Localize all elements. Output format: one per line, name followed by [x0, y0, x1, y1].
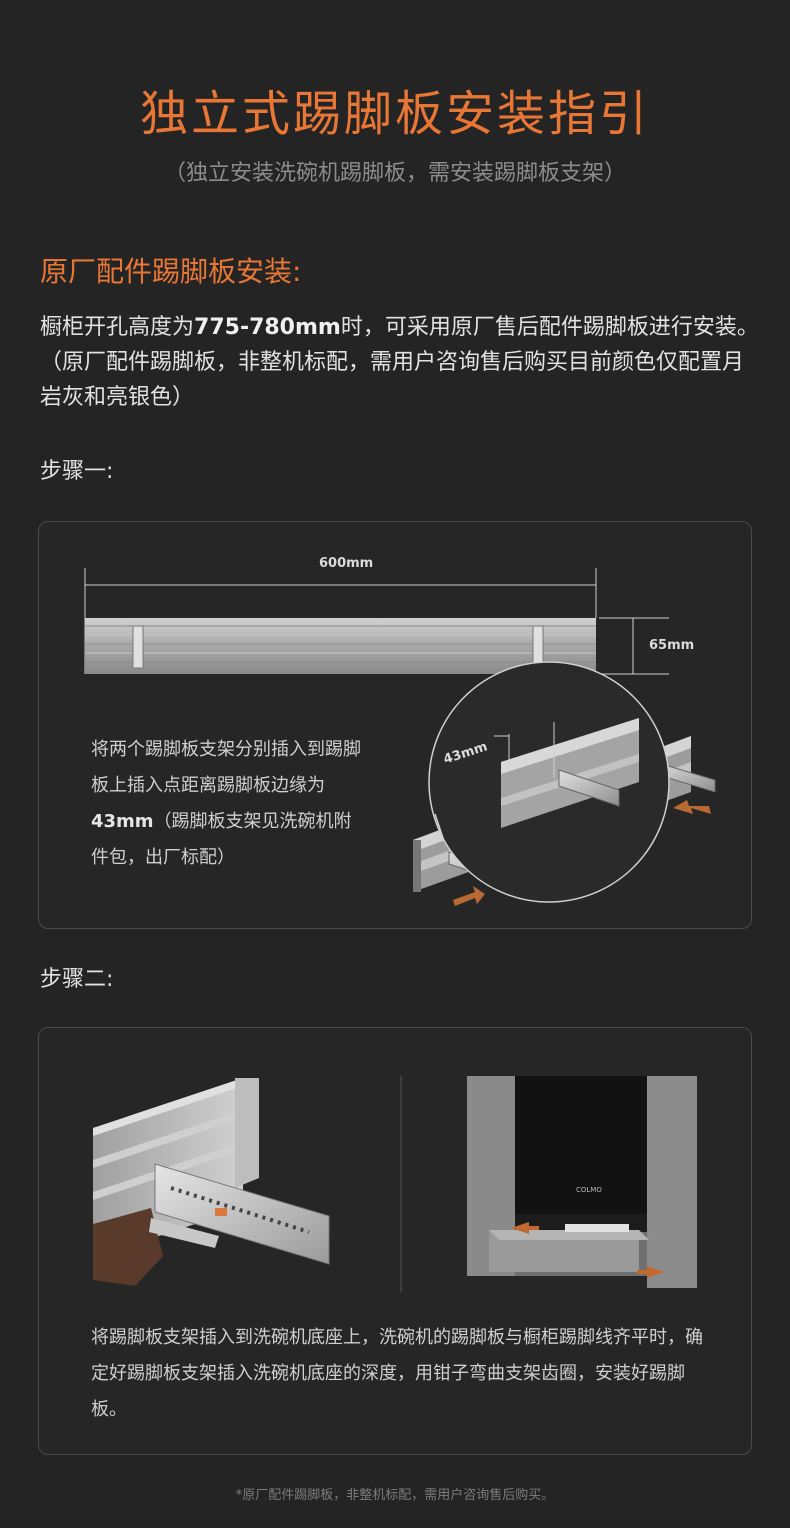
height-dimension-line [599, 617, 669, 675]
dishwasher-image [467, 1076, 697, 1288]
step1-panel: 600mm 65mm 43mm 将两个踢脚板支架分别插入到踢脚板上插入点距离踢脚… [38, 521, 752, 929]
step1-inset-value: 43mm [91, 811, 154, 832]
step2-label: 步骤二: [40, 967, 114, 992]
width-dimension-label: 600mm [319, 556, 374, 571]
step2-panel: COLMO 将踢脚板支架插入到洗碗机底座上，洗碗机的踢脚板与橱柜踢脚线齐平时，确… [38, 1027, 752, 1455]
bracket-bending-image [93, 1078, 330, 1286]
opening-height-value: 775-780mm [194, 315, 341, 340]
arrow-left-insert [453, 886, 485, 906]
step2-instructions: 将踢脚板支架插入到洗碗机底座上，洗碗机的踢脚板与橱柜踢脚线齐平时，确定好踢脚板支… [91, 1327, 703, 1420]
step1-label: 步骤一: [40, 459, 114, 484]
step2-illustration [93, 1076, 697, 1292]
step1-illustration [84, 568, 716, 906]
arrow-right-insert [673, 800, 711, 814]
section-heading: 原厂配件踢脚板安装: [40, 255, 302, 288]
kickboard-rail [85, 618, 596, 674]
page-title: 独立式踢脚板安装指引 [139, 86, 650, 142]
footnote: *原厂配件踢脚板，非整机标配，需用户咨询售后购买。 [235, 1488, 555, 1503]
step1-text-1: 将两个踢脚板支架分别插入到踢脚板上插入点距离踢脚板边缘为 [91, 739, 361, 796]
step1-text-2: （踢脚板支架见洗碗机附件包，出厂标配） [91, 811, 352, 868]
height-dimension-label: 65mm [649, 638, 695, 653]
zoom-detail [428, 661, 670, 903]
intro-text-1: 橱柜开孔高度为 [40, 315, 195, 340]
page-subtitle: （独立安装洗碗机踢脚板，需安装踢脚板支架） [163, 161, 626, 186]
appliance-logo: COLMO [576, 1186, 602, 1194]
intro-paragraph: 橱柜开孔高度为775-780mm时，可采用原厂售后配件踢脚板进行安装。（原厂配件… [40, 310, 760, 415]
step1-instructions: 将两个踢脚板支架分别插入到踢脚板上插入点距离踢脚板边缘为 43mm（踢脚板支架见洗… [91, 732, 361, 876]
intro-text-2: 时，可采用原厂售后配件踢脚板进行安装。（原厂配件踢脚板，非整机标配，需用户咨询售… [40, 315, 759, 410]
